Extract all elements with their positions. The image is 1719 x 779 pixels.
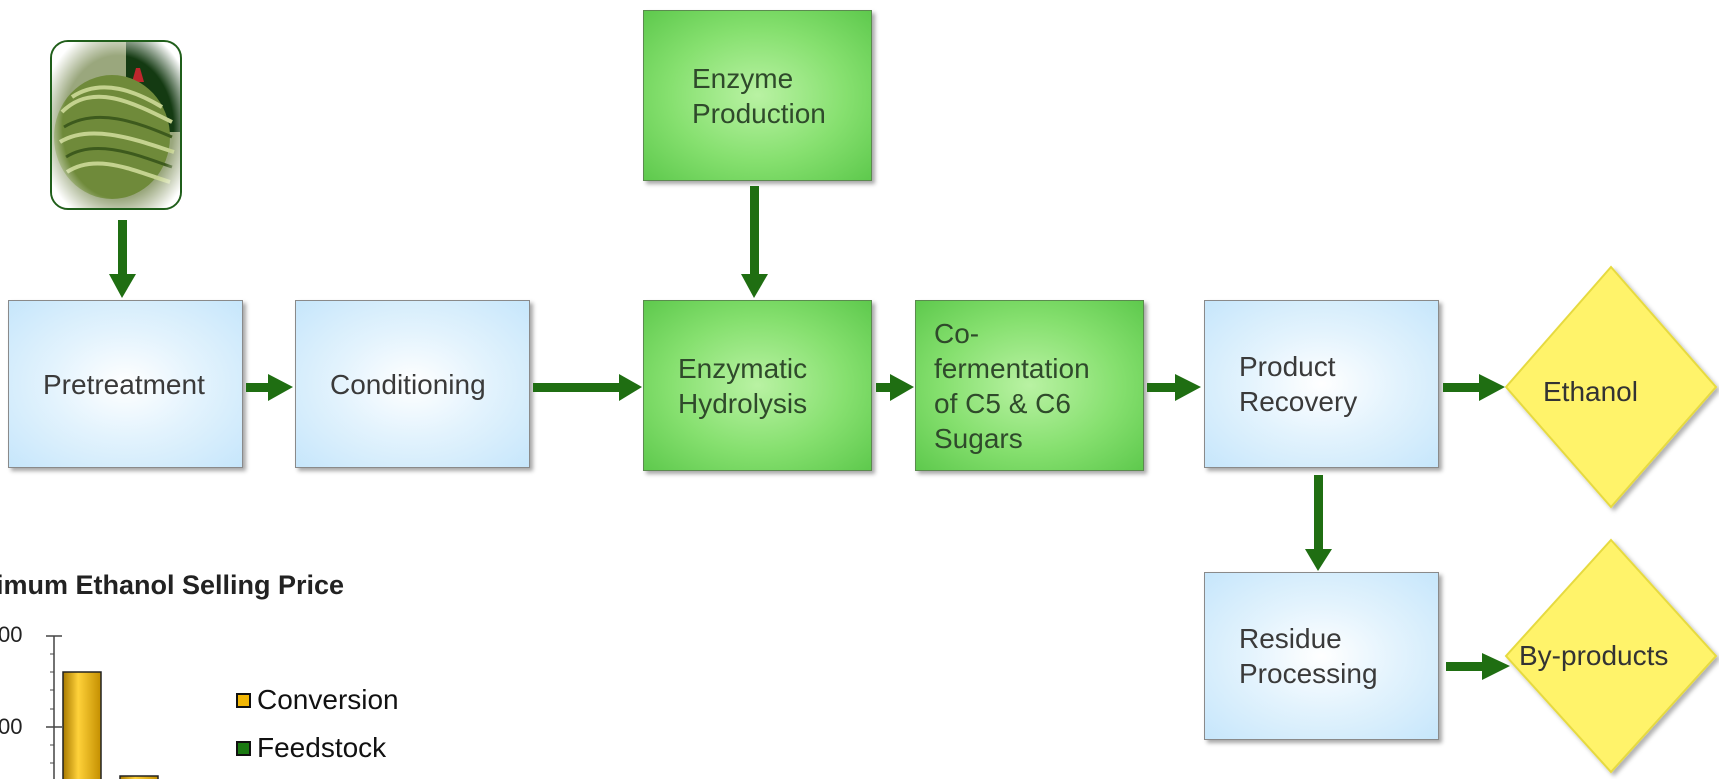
arrowhead-enzyme-to-hydrolysis — [741, 274, 768, 298]
legend-conversion: Conversion — [236, 684, 399, 716]
arrow-residue-to-byproducts — [1446, 662, 1484, 671]
conditioning-label: Conditioning — [330, 368, 486, 400]
arrowhead-pretreatment-to-conditioning — [268, 374, 293, 401]
arrow-photo-to-pretreatment — [118, 220, 127, 276]
arrow-conditioning-to-hydrolysis — [533, 383, 621, 392]
residue-processing-box: Residue Processing — [1204, 572, 1439, 740]
conditioning-box: Conditioning — [295, 300, 530, 468]
conversion-swatch — [236, 692, 251, 708]
arrow-recovery-to-residue — [1314, 475, 1323, 551]
enzyme-production-box: Enzyme Production — [643, 10, 872, 181]
arrowhead-conditioning-to-hydrolysis — [619, 374, 642, 401]
cofermentation-box: Co- fermentation of C5 & C6 Sugars — [915, 300, 1144, 471]
residue-processing-label: Residue Processing — [1239, 623, 1378, 689]
arrowhead-cofermentation-to-recovery — [1175, 374, 1201, 401]
arrow-enzyme-to-hydrolysis — [750, 186, 759, 276]
enzymatic-hydrolysis-label: Enzymatic Hydrolysis — [678, 352, 808, 419]
ethanol-diamond — [1504, 265, 1718, 509]
y-tick-top: 00 — [0, 622, 23, 647]
legend-feedstock-label: Feedstock — [257, 732, 387, 763]
arrowhead-hydrolysis-to-cofermentation — [890, 374, 914, 401]
arrow-hydrolysis-to-cofermentation — [876, 383, 892, 392]
arrow-cofermentation-to-recovery — [1147, 383, 1177, 392]
enzyme-production-label: Enzyme Production — [692, 62, 826, 129]
byproducts-label: By-products — [1519, 640, 1669, 671]
hay-bale-photo — [50, 40, 182, 210]
arrowhead-recovery-to-ethanol — [1479, 374, 1505, 401]
byproducts-diamond — [1504, 538, 1718, 774]
product-recovery-box: Product Recovery — [1204, 300, 1439, 468]
legend-feedstock: Feedstock — [236, 732, 386, 764]
ethanol-label: Ethanol — [1543, 376, 1638, 407]
cofermentation-label: Co- fermentation of C5 & C6 Sugars — [934, 317, 1090, 454]
arrow-recovery-to-ethanol — [1443, 383, 1481, 392]
arrow-pretreatment-to-conditioning — [246, 383, 270, 392]
arrowhead-recovery-to-residue — [1305, 549, 1332, 571]
conversion-bar-1 — [62, 671, 102, 779]
arrowhead-residue-to-byproducts — [1482, 653, 1510, 680]
feedstock-swatch — [236, 740, 251, 756]
pretreatment-box: Pretreatment — [8, 300, 243, 468]
product-recovery-label: Product Recovery — [1239, 351, 1358, 417]
legend-conversion-label: Conversion — [257, 684, 399, 715]
y-tick-mid: 00 — [0, 714, 23, 739]
arrowhead-photo-to-pretreatment — [109, 274, 136, 298]
conversion-bar-2 — [119, 775, 159, 779]
chart-title: imum Ethanol Selling Price — [0, 570, 345, 600]
pretreatment-label: Pretreatment — [43, 368, 205, 400]
enzymatic-hydrolysis-box: Enzymatic Hydrolysis — [643, 300, 872, 471]
